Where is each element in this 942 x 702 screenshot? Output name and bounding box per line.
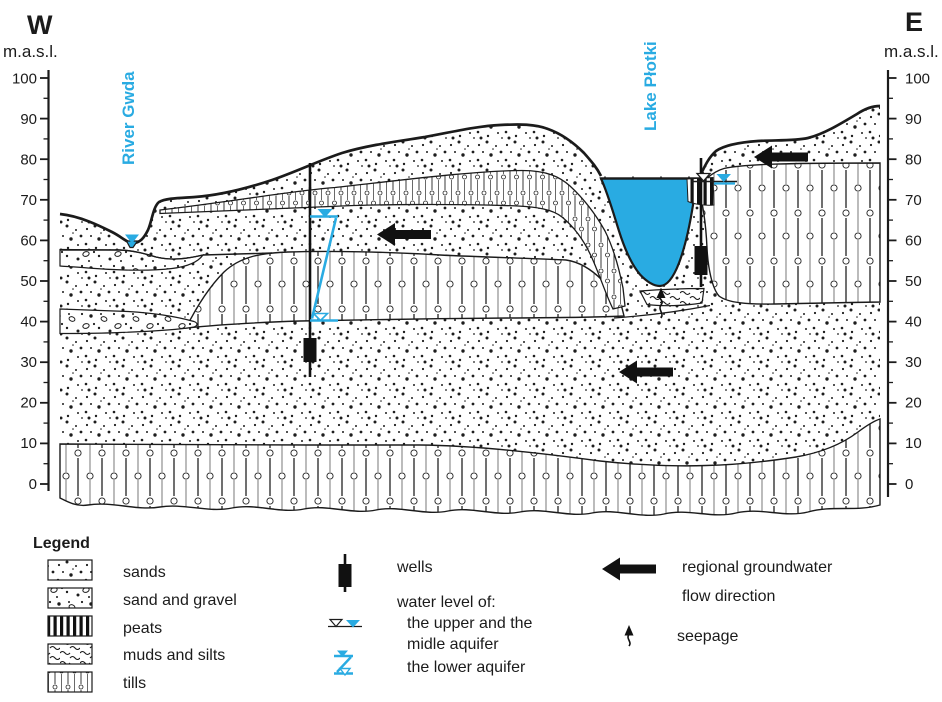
sub-lake-contact-line [613, 304, 711, 319]
svg-text:0: 0 [29, 476, 37, 493]
muds-silts-lens [639, 287, 705, 307]
legend-label-lower-aquifer: the lower aquifer [407, 659, 526, 676]
till-bottom-layer [59, 418, 881, 517]
legend-title: Legend [33, 535, 90, 552]
masl-left: m.a.s.l. [3, 42, 58, 61]
legend-label-upper-aquifer-2: midle aquifer [407, 636, 499, 653]
till-upper-band [159, 169, 626, 310]
east-marker: E [905, 7, 923, 37]
masl-right: m.a.s.l. [884, 42, 939, 61]
seepage-symbol [656, 288, 666, 319]
svg-text:0: 0 [905, 476, 913, 493]
aquitard-contact-line [60, 249, 273, 260]
legend-label-sands: sands [123, 564, 166, 581]
lake-water-body [599, 177, 703, 288]
legend-swatch-tills [47, 671, 93, 693]
right-axis-labels: 100 90 80 70 60 50 40 30 20 10 0 [905, 71, 930, 494]
svg-text:20: 20 [20, 395, 37, 412]
legend-water-level-heading: water level of: [396, 594, 496, 611]
legend-label-wells: wells [396, 559, 433, 576]
river-gwda-label: River Gwda [119, 71, 138, 165]
west-marker: W [27, 10, 53, 40]
svg-text:100: 100 [905, 71, 930, 88]
sand-gravel-layer-left [59, 308, 198, 335]
legend-swatch-peats [47, 615, 93, 637]
svg-text:80: 80 [20, 152, 37, 169]
legend-upper-aquifer-symbol [328, 618, 362, 628]
upper-aquifer-level-symbol-lake [692, 172, 737, 185]
svg-text:80: 80 [905, 152, 922, 169]
legend-label-sand-gravel: sand and gravel [123, 592, 237, 609]
legend-label-flow-2: flow direction [682, 588, 775, 605]
lake-plotki-label: Lake Płotki [641, 41, 660, 131]
legend-flow-arrow [602, 557, 656, 581]
ground-surface-east [698, 104, 881, 177]
legend-label-seepage: seepage [677, 628, 738, 645]
svg-text:10: 10 [20, 435, 37, 452]
legend-swatch-muds-silts [47, 643, 93, 665]
lower-aquifer-level-symbol [310, 209, 338, 322]
well-2 [694, 158, 708, 287]
legend-swatch-sands [47, 559, 93, 581]
svg-text:30: 30 [905, 354, 922, 371]
cross-section-body [59, 104, 881, 517]
svg-text:90: 90 [20, 111, 37, 128]
river-water-marker [125, 234, 139, 249]
svg-text:70: 70 [20, 192, 37, 209]
legend: Legend sands sand and gravel peats muds … [33, 535, 833, 693]
well-1 [303, 163, 317, 377]
svg-text:50: 50 [905, 273, 922, 290]
svg-text:100: 100 [12, 71, 37, 88]
svg-text:40: 40 [905, 314, 922, 331]
legend-seepage-symbol [624, 625, 634, 647]
right-axis: 100 90 80 70 60 50 40 30 20 10 0 [886, 70, 930, 497]
legend-lower-aquifer-symbol [334, 650, 353, 677]
legend-label-peats: peats [123, 620, 162, 637]
till-middle-lens [184, 250, 625, 329]
svg-text:50: 50 [20, 273, 37, 290]
left-axis-labels: 100 90 80 70 60 50 40 30 20 10 0 [12, 71, 37, 494]
svg-text:20: 20 [905, 395, 922, 412]
svg-text:40: 40 [20, 314, 37, 331]
svg-text:10: 10 [905, 435, 922, 452]
svg-text:30: 30 [20, 354, 37, 371]
svg-text:90: 90 [905, 111, 922, 128]
svg-text:60: 60 [905, 233, 922, 250]
left-axis: 100 90 80 70 60 50 40 30 20 10 0 [12, 70, 50, 494]
legend-swatch-sand-gravel [47, 587, 93, 609]
legend-label-muds-silts: muds and silts [123, 647, 225, 664]
legend-label-upper-aquifer-1: the upper and the [407, 615, 533, 632]
legend-label-tills: tills [123, 675, 146, 692]
legend-label-flow-1: regional groundwater [682, 559, 833, 576]
legend-well-symbol [338, 554, 352, 592]
svg-text:70: 70 [905, 192, 922, 209]
svg-text:60: 60 [20, 233, 37, 250]
